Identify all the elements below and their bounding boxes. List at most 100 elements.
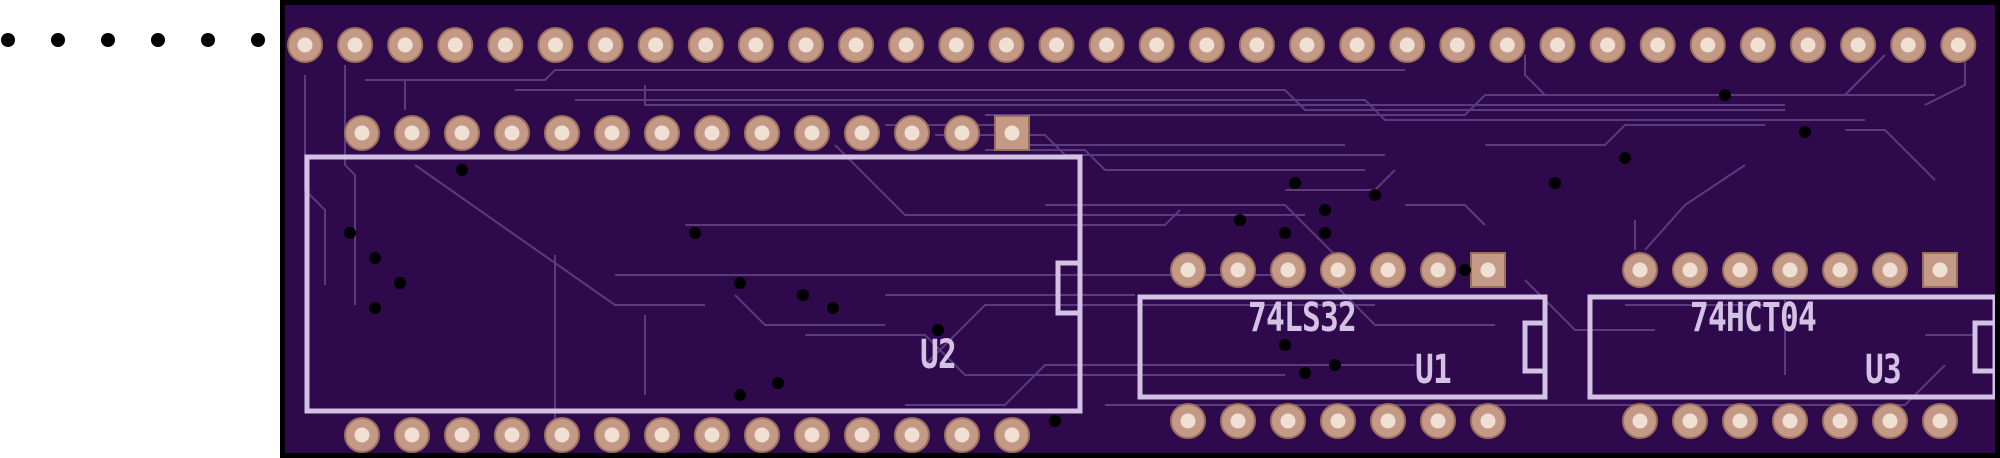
via bbox=[1299, 367, 1311, 379]
u1-pad-hole bbox=[1280, 413, 1296, 429]
u3-pad-hole bbox=[1632, 413, 1648, 429]
u2-pad-hole bbox=[654, 125, 670, 141]
u2-pin1-pad-hole bbox=[1004, 125, 1020, 141]
header-pad-hole bbox=[497, 37, 513, 53]
u2-pad-hole bbox=[854, 125, 870, 141]
header-pad-hole bbox=[397, 37, 413, 53]
u3-outline bbox=[1587, 294, 1995, 400]
trace bbox=[834, 144, 1305, 216]
u2-pad-hole bbox=[954, 125, 970, 141]
via bbox=[1319, 227, 1331, 239]
through-hole-pads bbox=[287, 27, 1977, 453]
u2-pad-hole bbox=[904, 125, 920, 141]
u1-pad-hole bbox=[1430, 262, 1446, 278]
u3-pad-hole bbox=[1682, 262, 1698, 278]
header-pad-hole bbox=[898, 37, 914, 53]
trace bbox=[1485, 124, 1765, 146]
pcb-board: 74LS32 U1 U2 74HCT04 U3 bbox=[280, 0, 2000, 458]
via bbox=[734, 277, 746, 289]
u2-pad-hole bbox=[354, 427, 370, 443]
trace bbox=[985, 94, 1935, 116]
via bbox=[1719, 89, 1731, 101]
header-pad-hole bbox=[1349, 37, 1365, 53]
via bbox=[1319, 204, 1331, 216]
header-pad-hole bbox=[1399, 37, 1415, 53]
via bbox=[797, 289, 809, 301]
trace bbox=[1405, 204, 1486, 226]
u3-pad-hole bbox=[1732, 413, 1748, 429]
u2-pad-hole bbox=[604, 427, 620, 443]
header-pad-hole bbox=[1950, 37, 1966, 53]
trace bbox=[1105, 364, 1946, 406]
u2-pad-hole bbox=[654, 427, 670, 443]
u2-pad-hole bbox=[904, 427, 920, 443]
u1-pin1-pad-hole bbox=[1480, 262, 1496, 278]
header-pad-hole bbox=[1800, 37, 1816, 53]
header-pad-hole bbox=[1850, 37, 1866, 53]
u1-pad-hole bbox=[1180, 413, 1196, 429]
header-pad-hole bbox=[598, 37, 614, 53]
via bbox=[369, 252, 381, 264]
header-pad-hole bbox=[447, 37, 463, 53]
via bbox=[1549, 177, 1561, 189]
via bbox=[827, 302, 839, 314]
u2-pad-hole bbox=[454, 427, 470, 443]
u3-part-label: 74HCT04 bbox=[1690, 295, 1817, 341]
via bbox=[734, 389, 746, 401]
u2-pad-hole bbox=[754, 125, 770, 141]
trace bbox=[1845, 129, 1936, 181]
via bbox=[1279, 339, 1291, 351]
via bbox=[772, 377, 784, 389]
u2-pad-hole bbox=[704, 125, 720, 141]
u2-pad-hole bbox=[804, 125, 820, 141]
via bbox=[1799, 126, 1811, 138]
u1-pad-hole bbox=[1180, 262, 1196, 278]
u2-pad-hole bbox=[1004, 427, 1020, 443]
header-pad-hole bbox=[1900, 37, 1916, 53]
header-pad-hole bbox=[998, 37, 1014, 53]
header-pad-hole bbox=[698, 37, 714, 53]
header-pad-hole bbox=[1700, 37, 1716, 53]
u1-ref-label: U1 bbox=[1415, 347, 1452, 393]
u3-ref-label: U3 bbox=[1865, 347, 1902, 393]
u3-pad-hole bbox=[1782, 413, 1798, 429]
u3-notch bbox=[1972, 320, 1995, 374]
header-pad-hole bbox=[548, 37, 563, 53]
u1-outline bbox=[1137, 294, 1548, 400]
header-pad-hole bbox=[1049, 37, 1064, 53]
trace bbox=[575, 99, 1865, 121]
u1-pad-hole bbox=[1230, 262, 1246, 278]
trace bbox=[924, 304, 1375, 366]
u1-pad-hole bbox=[1230, 413, 1246, 429]
header-pad-hole bbox=[1099, 37, 1115, 53]
copper-traces bbox=[304, 45, 1975, 425]
u2-outline bbox=[304, 154, 1083, 414]
u1-pad-hole bbox=[1380, 262, 1396, 278]
via bbox=[689, 227, 701, 239]
trace bbox=[644, 85, 1785, 106]
u2-pad-hole bbox=[804, 427, 820, 443]
u3-pad-hole bbox=[1832, 413, 1848, 429]
header-pad-hole bbox=[1650, 37, 1666, 53]
u2-pad-hole bbox=[854, 427, 870, 443]
u2-pad-hole bbox=[604, 125, 620, 141]
vias bbox=[344, 89, 1811, 427]
header-pad-hole bbox=[1249, 37, 1265, 53]
header-pad-hole bbox=[1750, 37, 1766, 53]
u2-pad-hole bbox=[504, 427, 520, 443]
u1-pad-hole bbox=[1430, 413, 1446, 429]
header-pad-hole bbox=[1199, 37, 1215, 53]
pcb-artwork bbox=[287, 27, 1995, 453]
header-pad-hole bbox=[1550, 37, 1565, 53]
trace bbox=[935, 134, 1385, 156]
u1-pad-hole bbox=[1480, 413, 1496, 429]
via bbox=[1369, 189, 1381, 201]
u1-pad-hole bbox=[1330, 413, 1346, 429]
via bbox=[1619, 152, 1631, 164]
trace bbox=[1324, 274, 1495, 326]
header-pad-hole bbox=[848, 37, 864, 53]
via bbox=[1234, 214, 1246, 226]
header-pad-hole bbox=[1600, 37, 1616, 53]
u1-part-label: 74LS32 bbox=[1248, 295, 1357, 341]
u2-pad-hole bbox=[404, 125, 420, 141]
